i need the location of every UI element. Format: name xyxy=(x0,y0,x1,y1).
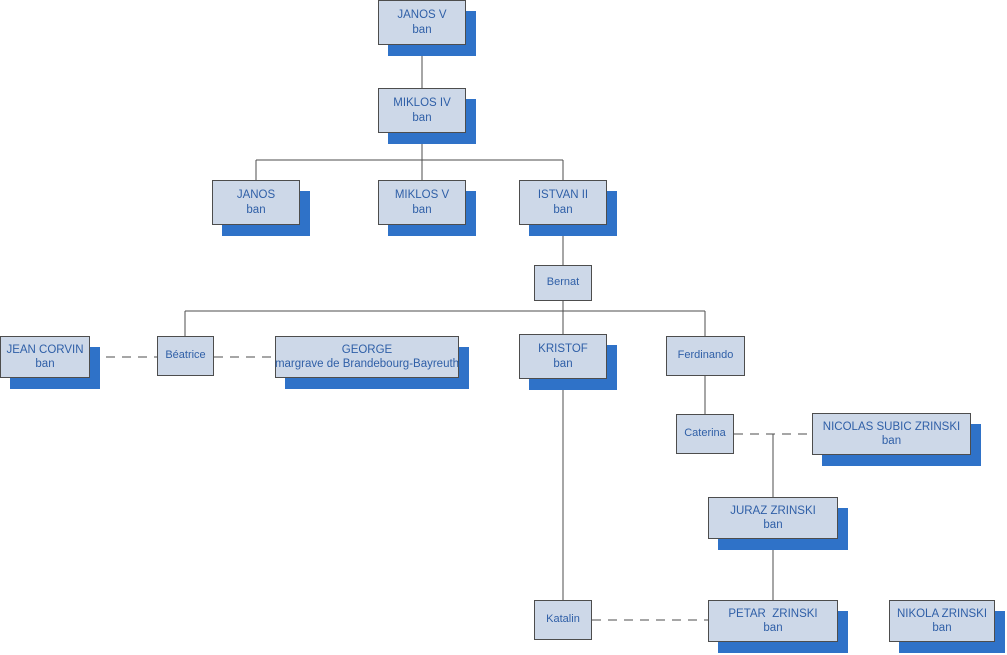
node-nikola_zrinski[interactable]: NIKOLA ZRINSKI ban xyxy=(889,600,995,642)
node-bernat[interactable]: Bernat xyxy=(534,265,592,301)
node-subtitle-label: ban xyxy=(763,519,783,531)
node-nicolas_subic[interactable]: NICOLAS SUBIC ZRINSKI ban xyxy=(812,413,971,455)
node-subtitle-label: ban xyxy=(412,111,432,124)
node-name-label: JANOS xyxy=(236,189,276,202)
node-name-label: MIKLOS IV xyxy=(393,97,451,110)
node-name-label: Bernat xyxy=(546,276,580,289)
node-juraz_zrinski[interactable]: JURAZ ZRINSKI ban xyxy=(708,497,838,539)
node-subtitle-label: ban xyxy=(246,203,266,216)
node-name-label: JEAN CORVIN xyxy=(6,343,84,356)
node-subtitle-label: ban xyxy=(881,435,902,447)
node-subtitle-label: ban xyxy=(932,622,952,634)
node-name-label: MIKLOS V xyxy=(394,189,450,202)
node-name-label: JANOS V xyxy=(397,9,447,22)
node-subtitle-label: ban xyxy=(763,622,783,634)
node-name-label: Ferdinando xyxy=(677,349,734,362)
node-name-label: Caterina xyxy=(684,427,726,440)
node-name-label: Béatrice xyxy=(165,349,206,362)
node-subtitle-label: ban xyxy=(35,358,55,370)
node-ferdinando[interactable]: Ferdinando xyxy=(666,336,745,376)
node-subtitle-label: ban xyxy=(553,203,573,216)
node-name-label: GEORGE xyxy=(341,343,393,356)
node-name-label: JURAZ ZRINSKI xyxy=(730,504,816,517)
node-caterina[interactable]: Caterina xyxy=(676,414,734,454)
node-katalin[interactable]: Katalin xyxy=(534,600,592,640)
node-name-label: ISTVAN II xyxy=(537,189,589,202)
node-subtitle-label: ban xyxy=(412,203,432,216)
node-george[interactable]: GEORGE margrave de Brandebourg-Bayreuth xyxy=(275,336,459,378)
node-beatrice[interactable]: Béatrice xyxy=(157,336,214,376)
node-name-label: Katalin xyxy=(546,613,580,626)
node-name-label: KRISTOF xyxy=(538,343,588,356)
node-name-label: PETAR ZRINSKI xyxy=(728,607,818,620)
node-subtitle-label: ban xyxy=(412,23,432,36)
node-jean_corvin[interactable]: JEAN CORVIN ban xyxy=(0,336,90,378)
node-petar_zrinski[interactable]: PETAR ZRINSKI ban xyxy=(708,600,838,642)
node-subtitle-label: ban xyxy=(553,357,573,370)
node-subtitle-label: margrave de Brandebourg-Bayreuth xyxy=(274,358,460,370)
node-name-label: NICOLAS SUBIC ZRINSKI xyxy=(822,420,961,433)
node-name-label: NIKOLA ZRINSKI xyxy=(896,607,988,620)
